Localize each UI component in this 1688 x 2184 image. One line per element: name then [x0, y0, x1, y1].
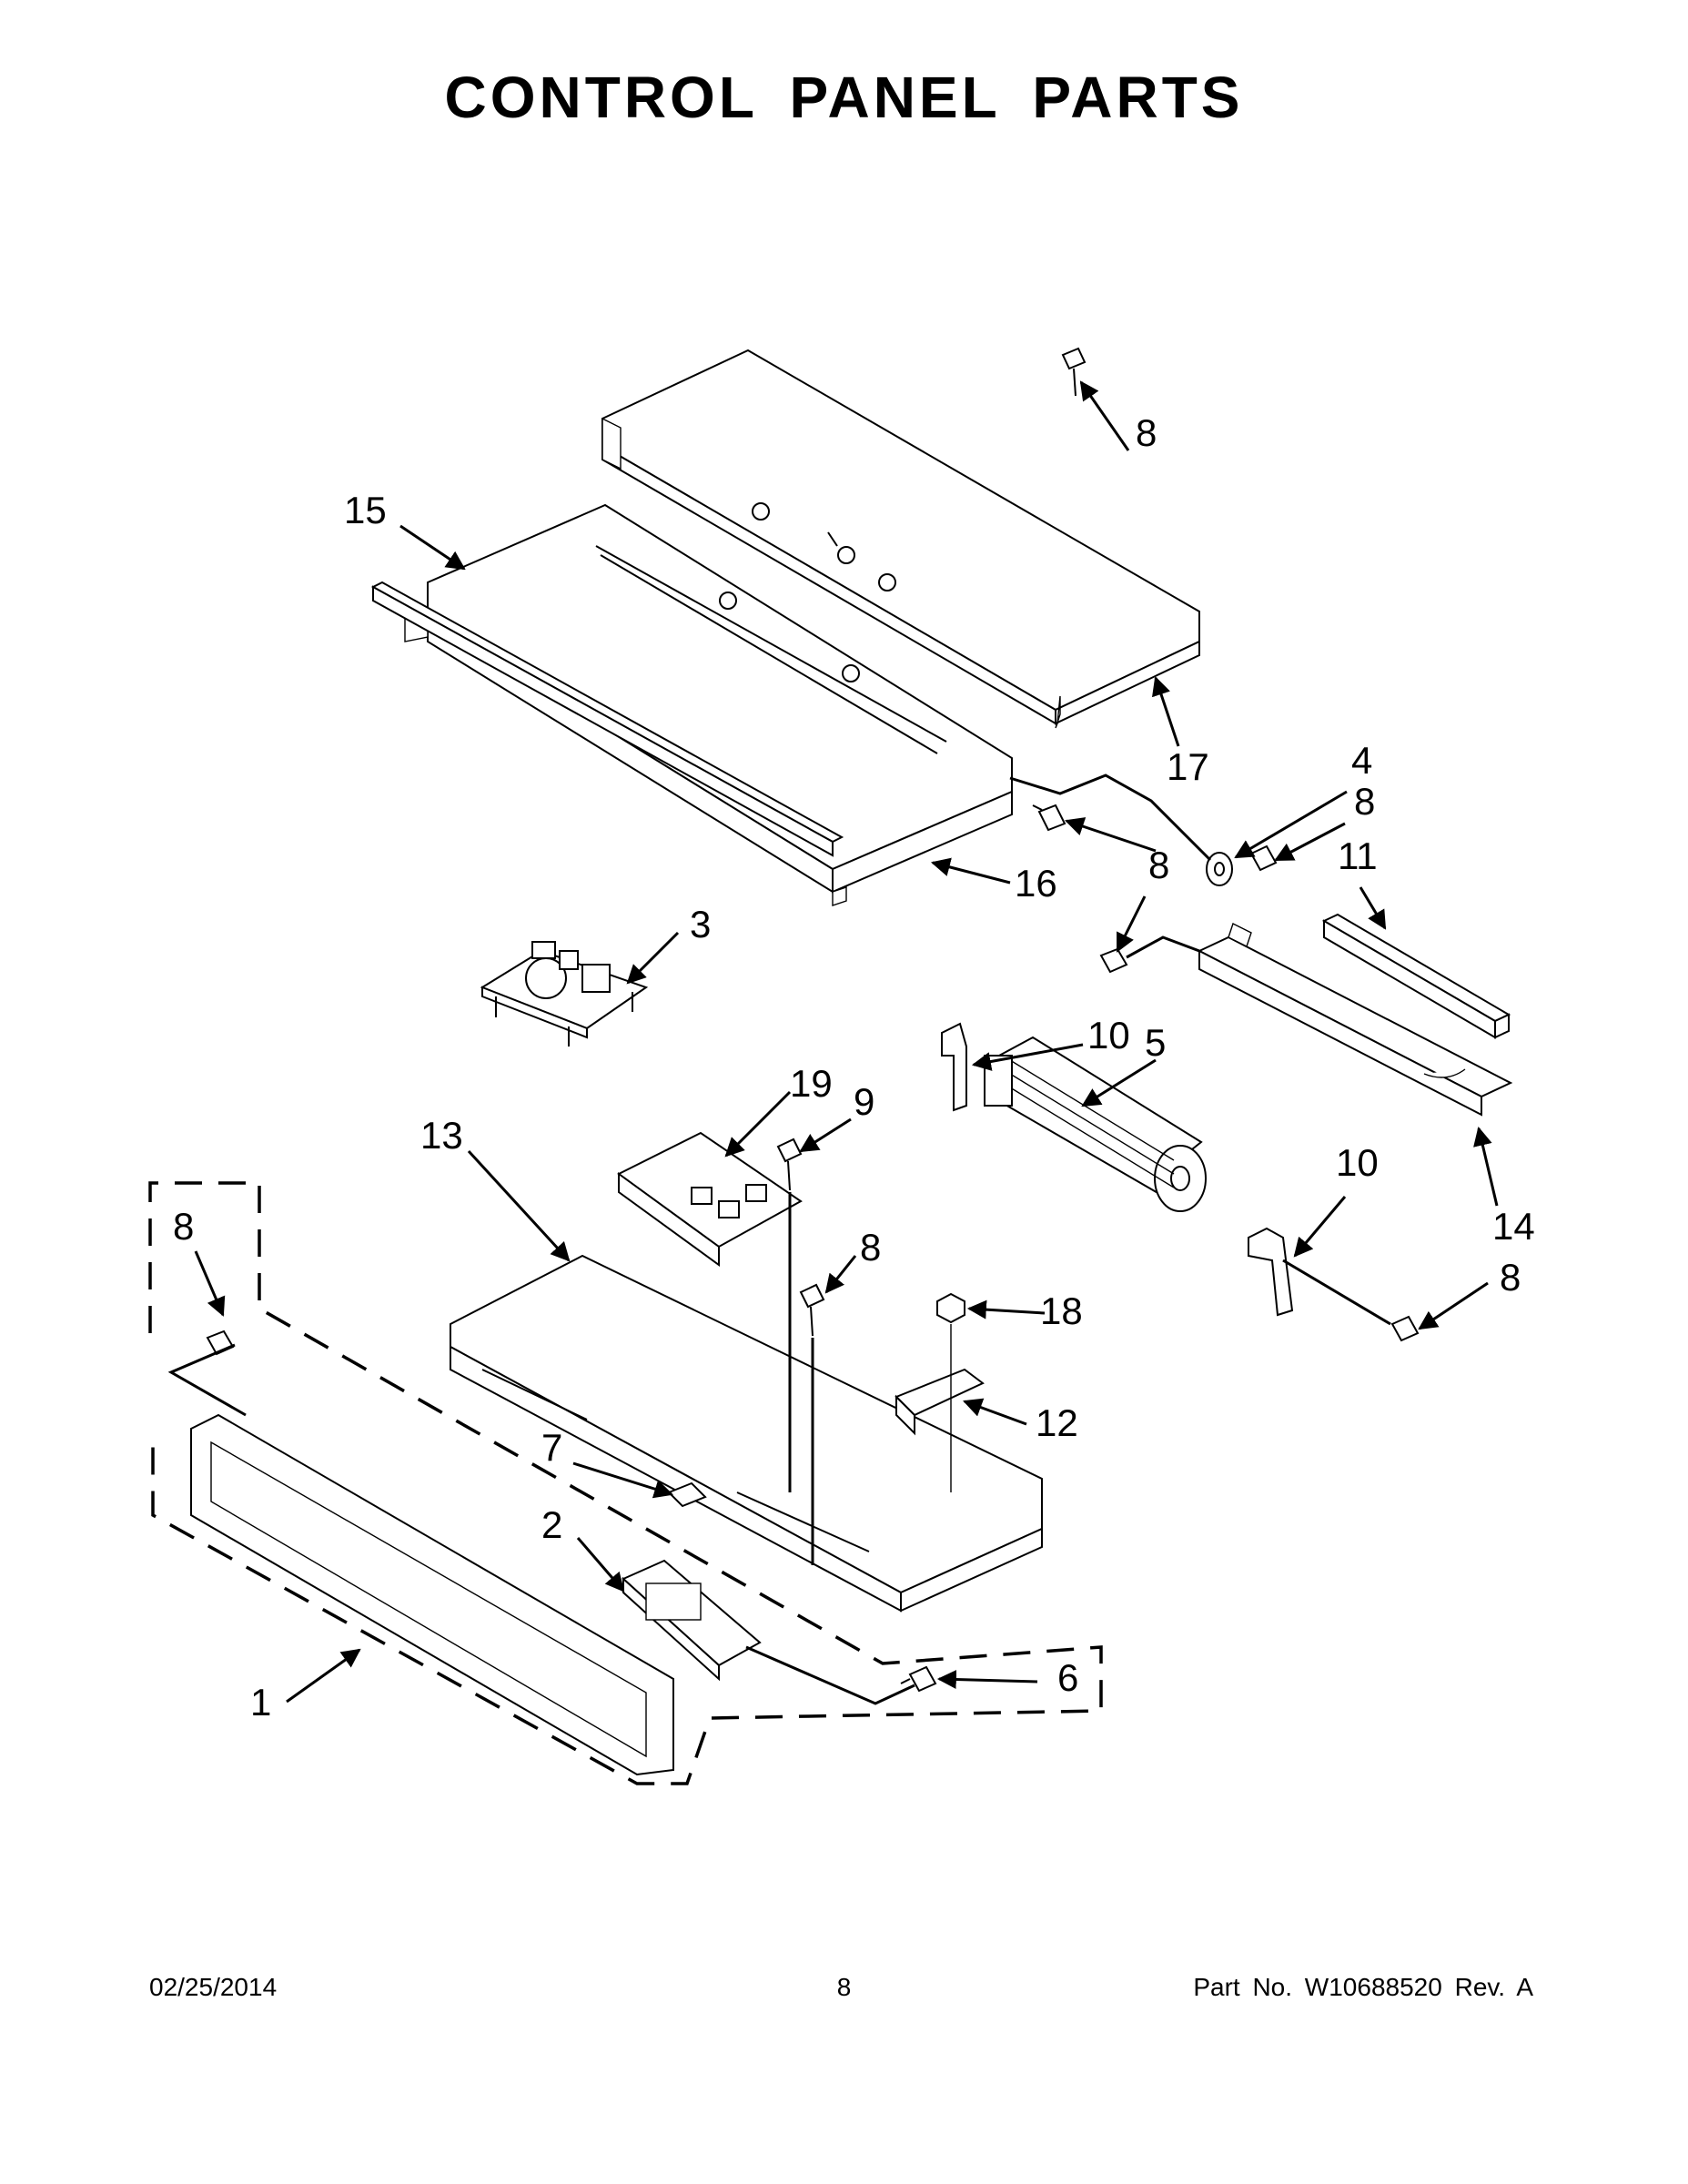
callout-3: 3	[690, 903, 711, 945]
callout-5: 5	[1145, 1021, 1166, 1064]
callout-labels: 8 15 17 4 8 8 16 11 3 10 5 19 9 13 10 8 …	[173, 411, 1535, 1724]
callout-15: 15	[344, 489, 387, 531]
footer-date: 02/25/2014	[149, 1973, 278, 2001]
part-12-wire-clip	[895, 1368, 985, 1436]
leader-arrows	[194, 380, 1499, 1704]
callout-2: 2	[541, 1503, 562, 1546]
callout-12: 12	[1036, 1401, 1078, 1444]
callout-1: 1	[250, 1681, 271, 1724]
part-17-top-cover	[601, 349, 1200, 729]
callout-7: 7	[541, 1426, 562, 1469]
callout-4: 4	[1351, 739, 1372, 782]
part-14-bracket	[1197, 923, 1513, 1117]
footer-page-number: 8	[836, 1973, 852, 2001]
callout-6: 6	[1057, 1656, 1078, 1699]
part-15-rail	[370, 581, 844, 857]
callout-9: 9	[854, 1080, 874, 1123]
part-19-relay-board	[617, 1131, 803, 1267]
part-10-bracket-upper	[941, 1022, 967, 1112]
part-5-blower-fan	[984, 1036, 1207, 1212]
screw-8-f	[1390, 1315, 1420, 1342]
callout-8: 8	[1136, 411, 1157, 454]
screw-6	[900, 1665, 937, 1693]
screw-9	[776, 1138, 803, 1191]
page-title: CONTROL PANEL PARTS	[444, 65, 1244, 130]
part-13-panel-plate	[450, 1254, 1043, 1613]
callout-18: 18	[1040, 1289, 1083, 1332]
callout-8: 8	[1500, 1256, 1521, 1299]
alignment-lines	[167, 774, 1391, 1705]
part-3-power-board	[480, 941, 649, 1046]
callout-13: 13	[420, 1114, 463, 1157]
part-7-clip	[667, 1481, 707, 1508]
callout-10: 10	[1336, 1141, 1379, 1184]
callout-14: 14	[1492, 1205, 1535, 1248]
footer-part-number: Part No. W10688520 Rev. A	[1193, 1973, 1533, 2001]
screw-8-e	[799, 1283, 825, 1337]
part-1-front-trim	[190, 1413, 674, 1776]
part-18-nut	[936, 1292, 965, 1492]
callout-19: 19	[790, 1062, 833, 1105]
screw-8-b	[1032, 804, 1066, 832]
part-11-strip	[1321, 913, 1511, 1039]
callout-11: 11	[1338, 834, 1378, 877]
dashed-boundaries	[148, 1181, 1103, 1785]
part-10-bracket-lower	[1248, 1227, 1294, 1317]
callout-17: 17	[1167, 745, 1209, 788]
screw-8-a	[1061, 347, 1087, 397]
callout-16: 16	[1015, 862, 1057, 905]
callout-8: 8	[173, 1205, 194, 1248]
screw-8-d	[1099, 947, 1128, 974]
washer-4	[1206, 852, 1233, 886]
callout-8: 8	[1354, 780, 1375, 823]
callout-10: 10	[1087, 1014, 1130, 1057]
callout-8: 8	[1148, 844, 1169, 886]
callout-8: 8	[860, 1226, 881, 1269]
